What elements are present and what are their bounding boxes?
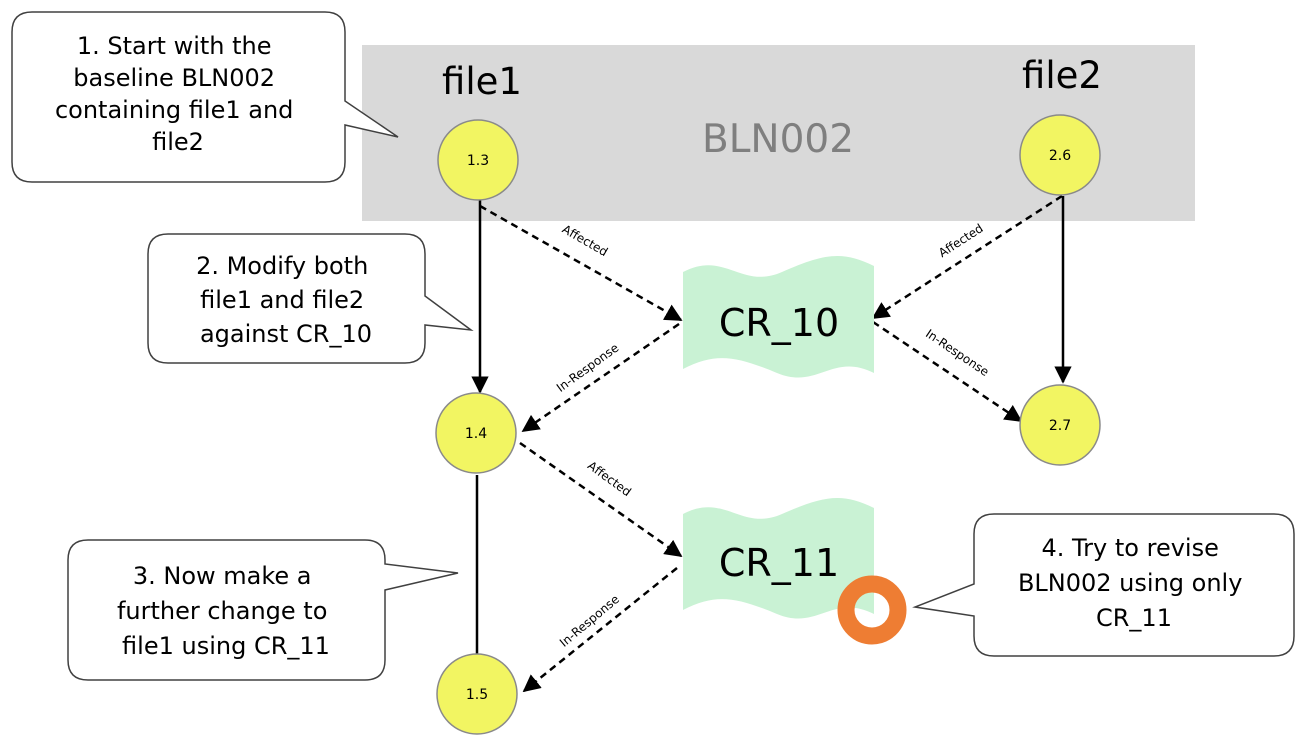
edge-label-in-response: In-Response	[923, 326, 991, 378]
callout-step4	[912, 513, 1295, 657]
edge-label-in-response: In-Response	[557, 592, 622, 650]
file1-label: file1	[442, 60, 522, 103]
version-node-1.5	[436, 653, 518, 735]
callout-step1	[11, 11, 399, 183]
change-request-cr11-label: CR_11	[719, 541, 839, 585]
callout-step4-text: 4. Try to revise BLN002 using only CR_11	[1018, 534, 1250, 632]
callout-line: baseline BLN002	[73, 64, 275, 92]
inresponse-arrow-cr10-2.7	[872, 320, 1023, 423]
version-node-2.6	[1019, 114, 1101, 196]
callout-line: file1 and file2	[200, 286, 364, 314]
change-request-cr10-shape	[683, 255, 874, 378]
callout-line: CR_11	[1096, 604, 1172, 632]
version-label-2.6: 2.6	[1049, 148, 1071, 164]
change-request-cr10-label: CR_10	[719, 301, 839, 345]
callout-line: file1 using CR_11	[122, 632, 330, 660]
marker-ring-icon	[837, 575, 907, 645]
baseline-label: BLN002	[702, 117, 854, 162]
version-label-1.5: 1.5	[466, 687, 488, 703]
version-node-1.4	[435, 392, 517, 474]
callout-step2-text: 2. Modify both file1 and file2 against C…	[196, 252, 376, 348]
affected-arrow-1.4-cr11	[519, 441, 683, 558]
callout-line: file2	[152, 128, 204, 156]
callout-line: 1. Start with the	[77, 32, 272, 60]
change-request-cr11-shape	[683, 497, 874, 619]
inresponse-arrow-cr11-1.5	[522, 567, 678, 693]
callout-line: containing file1 and	[55, 96, 293, 124]
affected-arrow-2.6-cr10	[871, 194, 1063, 320]
affected-arrow-1.3-cr10	[479, 204, 683, 322]
callout-step3-text: 3. Now make a further change to file1 us…	[117, 562, 335, 660]
edge-label-affected: Affected	[936, 221, 986, 260]
version-label-1.3: 1.3	[467, 153, 489, 169]
callout-line: 2. Modify both	[196, 252, 368, 280]
callout-line: further change to	[117, 597, 327, 625]
version-node-2.7	[1019, 384, 1101, 466]
edge-label-affected: Affected	[560, 222, 610, 259]
callout-step3	[67, 539, 459, 681]
callout-line: 4. Try to revise	[1042, 534, 1219, 562]
inresponse-arrow-cr10-1.4	[521, 322, 680, 433]
version-node-1.3	[437, 119, 519, 201]
callout-step1-text: 1. Start with the baseline BLN002 contai…	[55, 32, 301, 156]
callout-step2	[147, 233, 474, 364]
version-label-2.7: 2.7	[1049, 418, 1071, 434]
version-label-1.4: 1.4	[465, 426, 487, 442]
callout-line: 3. Now make a	[133, 562, 312, 590]
callout-line: against CR_10	[200, 320, 372, 348]
callout-line: BLN002 using only	[1018, 569, 1242, 597]
file2-label: file2	[1022, 54, 1102, 97]
